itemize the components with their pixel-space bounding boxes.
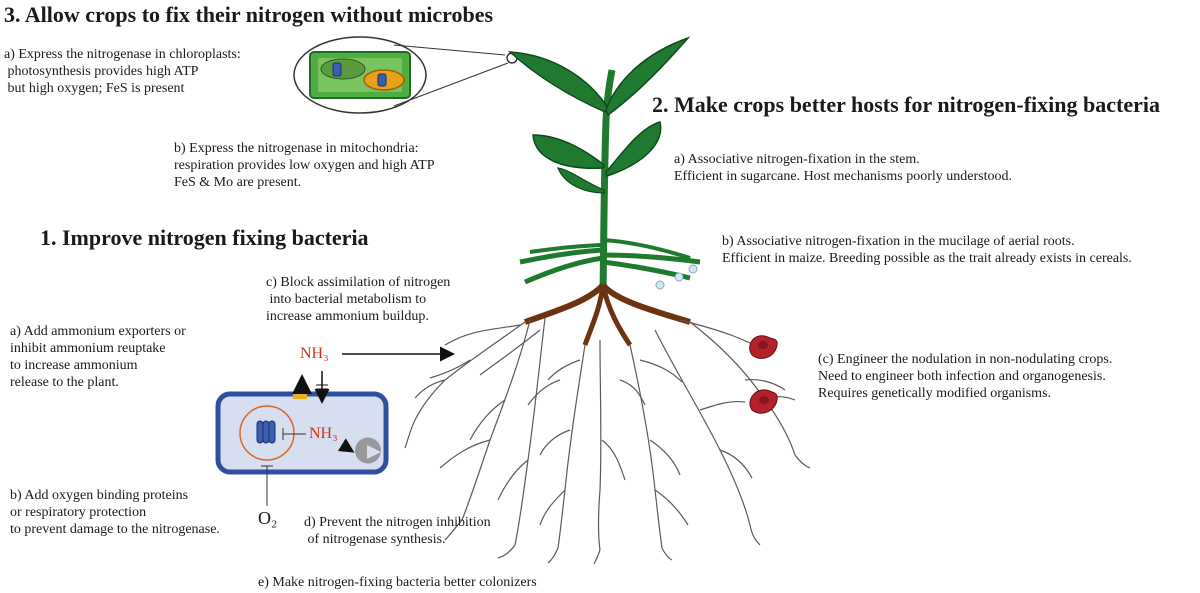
plant-shoot	[507, 36, 701, 293]
root-nodules	[749, 335, 778, 414]
nh3-outside-label: NH₃	[300, 345, 329, 362]
section1-title: 1. Improve nitrogen fixing bacteria	[40, 225, 369, 250]
section3-item-b: b) Express the nitrogenase in mitochondr…	[174, 141, 435, 190]
section2-item-b: b) Associative nitrogen-fixation in the …	[722, 234, 1132, 266]
bacterium-cell	[215, 346, 455, 506]
nh3-inside-label: NH₃	[309, 425, 338, 442]
section3-item-a: a) Express the nitrogenase in chloroplas…	[4, 47, 241, 96]
section2-item-c: (c) Engineer the nodulation in non-nodul…	[818, 352, 1113, 401]
section1-item-c: c) Block assimilation of nitrogen into b…	[266, 275, 451, 324]
section1-item-b: b) Add oxygen binding proteins or respir…	[10, 488, 220, 537]
oxygen-label: O₂	[258, 508, 278, 528]
chloroplast-callout	[293, 36, 518, 114]
section1-item-d: d) Prevent the nitrogen inhibition of ni…	[304, 515, 491, 547]
section2-item-a: a) Associative nitrogen-fixation in the …	[674, 152, 1012, 184]
root-system	[404, 282, 811, 565]
section3-title: 3. Allow crops to fix their nitrogen wit…	[4, 2, 494, 27]
section2-title: 2. Make crops better hosts for nitrogen-…	[652, 92, 1160, 117]
section1-item-e: e) Make nitrogen-fixing bacteria better …	[258, 575, 537, 590]
section1-item-a: a) Add ammonium exporters or inhibit amm…	[10, 324, 186, 390]
